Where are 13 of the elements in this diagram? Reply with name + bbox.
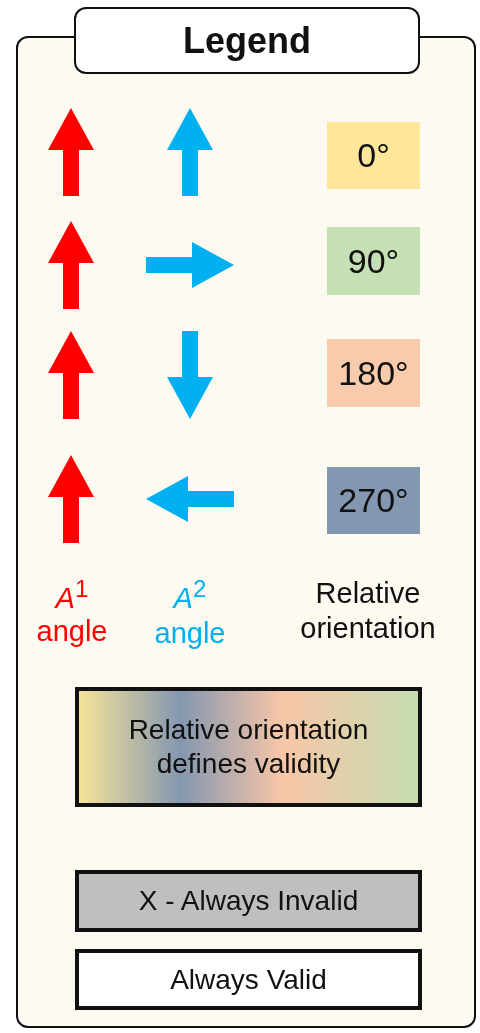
angle-swatch: 0° [327,122,420,189]
legend-box: X - Always Invalid [75,870,422,932]
column-label: A$^{1}$ [53,574,90,616]
column-label: Relative orientation [299,576,437,646]
legend-box: Relative orientation defines validity [75,687,422,807]
legend-title-tab: Legend [74,7,420,74]
column-label: A$^{2}$ [171,574,208,616]
angle-swatch: 90° [327,227,420,295]
angle-swatch: 180° [327,339,420,407]
legend-box: Always Valid [75,949,422,1010]
angle-swatch: 270° [327,467,420,534]
column-label: angle [35,614,109,649]
column-label: angle [153,616,227,651]
